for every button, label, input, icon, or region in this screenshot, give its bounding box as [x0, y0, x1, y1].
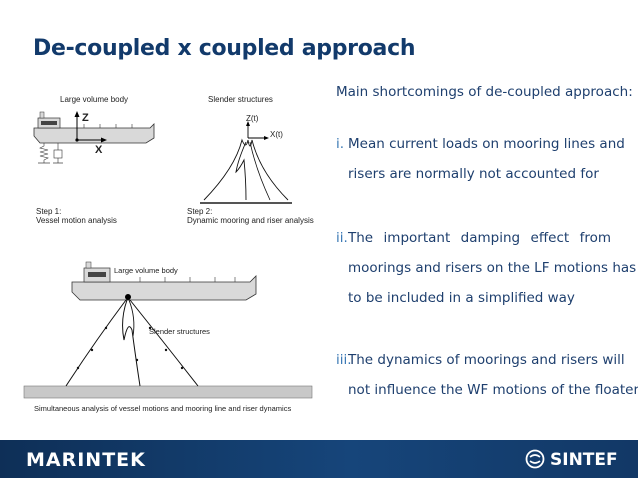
x-axis-label: X	[95, 144, 103, 156]
sintef-logo: SINTEF	[550, 450, 618, 470]
coupled-figure	[23, 261, 313, 399]
z-t-label: Z(t)	[246, 114, 259, 123]
item-text: Mean current loads on mooring lines and	[348, 136, 625, 152]
coupled-caption: Simultaneous analysis of vessel motions …	[34, 404, 292, 413]
shortcoming-item-1: i.Mean current loads on mooring lines an…	[336, 129, 625, 189]
marintek-logo: MARINTEK	[26, 449, 146, 471]
item-number: ii.	[336, 230, 348, 246]
shortcoming-2-line-3: to be included in a simplified way	[348, 290, 575, 306]
shortcoming-1-line-1: i.Mean current loads on mooring lines an…	[336, 129, 625, 159]
shortcoming-item-2: ii.The important damping effect from moo…	[336, 223, 637, 313]
item-text: The important damping effect from	[348, 230, 611, 246]
step1-description: Vessel motion analysis	[36, 216, 117, 225]
footer-bar: MARINTEK SINTEF	[0, 440, 638, 478]
step1-title: Step 1:	[36, 207, 62, 216]
shortcoming-1-line-2: risers are normally not accounted for	[348, 166, 599, 182]
item-number: i.	[336, 136, 345, 152]
shortcomings-intro: Main shortcomings of de-coupled approach…	[336, 84, 633, 100]
x-t-label: X(t)	[270, 130, 283, 139]
shortcoming-3-line-2: not influence the WF motions of the floa…	[348, 382, 638, 398]
item-text: The dynamics of moorings and risers will	[348, 352, 625, 368]
shortcoming-2-line-2: moorings and risers on the LF motions ha…	[348, 260, 637, 276]
slender-structures-label: Slender structures	[208, 95, 273, 104]
shortcoming-2-line-1: ii.The important damping effect from	[336, 223, 611, 253]
slender-structure-top	[200, 121, 292, 204]
shortcoming-3-line-1: iii.The dynamics of moorings and risers …	[336, 345, 625, 375]
slide-title: De-coupled x coupled approach	[33, 36, 416, 61]
step2-title: Step 2:	[187, 207, 213, 216]
item-number: iii.	[336, 352, 352, 368]
sintef-logo-icon	[525, 449, 545, 469]
vessel-top	[33, 111, 155, 164]
large-volume-body-bottom-label: Large volume body	[114, 266, 178, 275]
slender-structures-bottom-label: Slender structures	[149, 327, 210, 336]
z-axis-label: Z	[82, 112, 89, 124]
shortcoming-item-3: iii.The dynamics of moorings and risers …	[336, 345, 638, 405]
step2-description: Dynamic mooring and riser analysis	[187, 216, 314, 225]
large-volume-body-label: Large volume body	[60, 95, 129, 104]
